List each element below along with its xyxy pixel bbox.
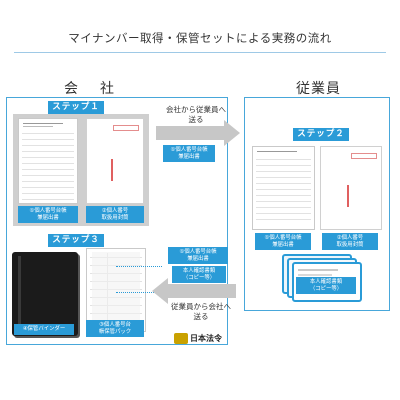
to-employee-tag: ①個人番号台帳兼届出書 xyxy=(163,145,215,162)
to-company-tag-id: 本人確認書類（コピー等） xyxy=(172,266,226,283)
pack-sleeve xyxy=(92,252,140,322)
binder-label: ④保管バインダー xyxy=(14,324,74,335)
to-employee-text: 会社から従業員へ 送る xyxy=(166,105,226,124)
title-divider xyxy=(14,52,386,53)
company-heading: 会 社 xyxy=(64,81,118,97)
pack-label: ③個人番号台帳保管パック xyxy=(86,320,144,337)
ledger-form-employee xyxy=(252,146,315,230)
to-company-text: 従業員から会社へ 送る xyxy=(171,302,231,321)
arrow-to-employee-head xyxy=(224,120,240,146)
storage-binder xyxy=(12,252,78,336)
step1-envelope-label: ②個人番号取扱用封筒 xyxy=(86,206,144,223)
arrow-to-employee xyxy=(156,126,224,140)
arrow-to-company-head xyxy=(152,278,168,304)
id-docs-label: 本人確認書類（コピー等） xyxy=(296,277,356,294)
envelope-employee xyxy=(320,146,382,230)
step1-badge: ステップ１ xyxy=(48,101,104,114)
to-company-tag-ledger: ①個人番号台帳兼届出書 xyxy=(168,247,228,264)
brand-name: 日本法令 xyxy=(190,334,222,343)
step2-ledger-label: ①個人番号台帳兼届出書 xyxy=(255,233,311,250)
step2-badge: ステップ２ xyxy=(293,128,349,141)
connector-id xyxy=(116,292,162,293)
connector-ledger xyxy=(116,266,162,267)
arrow-to-company xyxy=(168,284,236,298)
step3-badge: ステップ３ xyxy=(48,234,104,247)
page-title: マイナンバー取得・保管セットによる実務の流れ xyxy=(68,31,332,45)
brand-logo-icon xyxy=(174,333,188,344)
envelope xyxy=(86,118,144,204)
step2-envelope-label: ②個人番号取扱用封筒 xyxy=(322,233,378,250)
step1-ledger-label: ①個人番号台帳兼届出書 xyxy=(18,206,78,223)
ledger-form xyxy=(18,118,78,204)
employee-heading: 従業員 xyxy=(296,81,341,97)
